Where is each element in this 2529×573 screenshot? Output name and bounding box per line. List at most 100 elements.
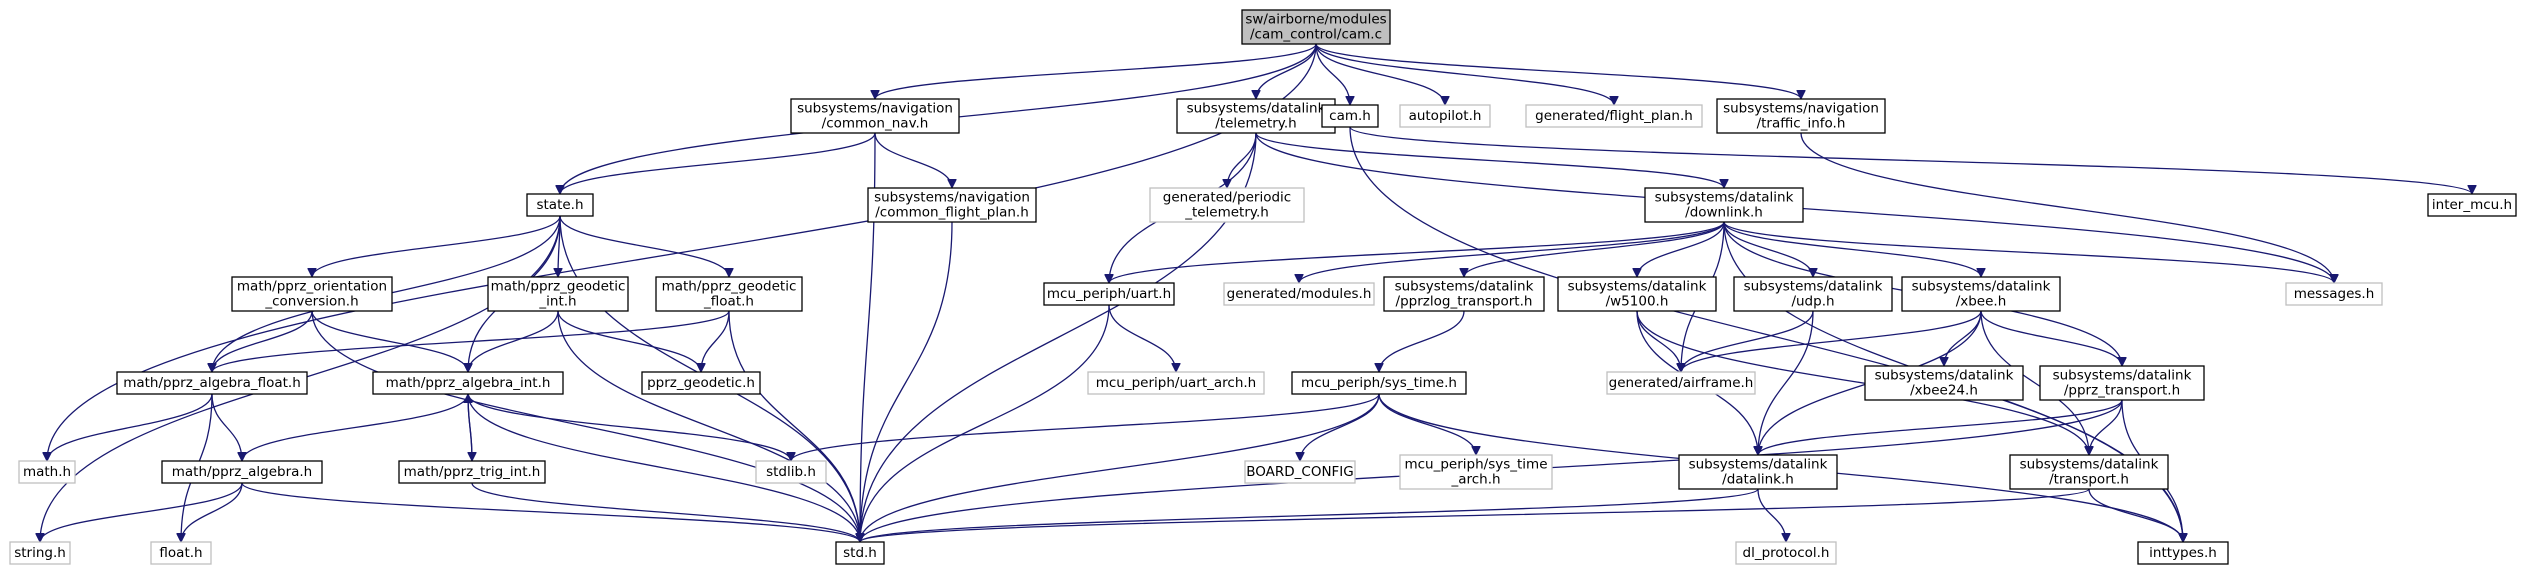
node-label: _telemetry.h bbox=[1184, 205, 1269, 221]
node-common-flight-plan-h[interactable]: subsystems/navigation/common_flight_plan… bbox=[867, 187, 1037, 223]
edge-downlink-h-to-udp-h bbox=[1723, 221, 1813, 278]
node-label: sw/airborne/modules bbox=[1245, 12, 1386, 28]
node-box bbox=[1043, 282, 1175, 306]
node-orientation-conversion-h[interactable]: math/pprz_orientation_conversion.h bbox=[231, 276, 393, 312]
edge-common-nav-h-to-state-h bbox=[560, 132, 876, 195]
node-label: /pprzlog_transport.h bbox=[1396, 294, 1533, 310]
node-box bbox=[231, 276, 393, 312]
node-label: BOARD_CONFIG bbox=[1246, 464, 1354, 480]
node-label: _float.h bbox=[703, 294, 754, 310]
edge-sys-time-h-to-std-h bbox=[860, 393, 1380, 542]
edge-cam-c-to-cam-h bbox=[1315, 43, 1350, 105]
node-geodetic-float-h[interactable]: math/pprz_geodetic_float.h bbox=[655, 276, 803, 312]
node-trig-int-h[interactable]: math/pprz_trig_int.h bbox=[398, 460, 546, 484]
node-downlink-h[interactable]: subsystems/datalink/downlink.h bbox=[1644, 187, 1804, 223]
node-xbee24-h[interactable]: subsystems/datalink/xbee24.h bbox=[1864, 365, 2024, 401]
node-label: /datalink.h bbox=[1722, 472, 1794, 488]
node-pprz-transport-h[interactable]: subsystems/datalink/pprz_transport.h bbox=[2039, 365, 2205, 401]
node-cam-h[interactable]: cam.h bbox=[1321, 104, 1379, 128]
edge-cam-h-to-inter-mcu-h bbox=[1349, 126, 2472, 195]
edge-datalink-h-to-dl-protocol-h bbox=[1757, 488, 1786, 542]
node-transport-h[interactable]: subsystems/datalink/transport.h bbox=[2009, 454, 2169, 490]
node-geodetic-int-h[interactable]: math/pprz_geodetic_int.h bbox=[487, 276, 629, 312]
node-dl-protocol-h: dl_protocol.h bbox=[1735, 541, 1837, 565]
edge-trig-int-h-to-std-h bbox=[471, 482, 860, 543]
node-cam-c[interactable]: sw/airborne/modules/cam_control/cam.c bbox=[1241, 9, 1391, 45]
edge-cam-c-to-telemetry-h bbox=[1256, 43, 1317, 100]
node-label: generated/flight_plan.h bbox=[1535, 108, 1693, 124]
node-inttypes-h[interactable]: inttypes.h bbox=[2137, 541, 2229, 565]
node-uart-arch-h: mcu_periph/uart_arch.h bbox=[1087, 371, 1265, 395]
node-label: /common_flight_plan.h bbox=[875, 205, 1029, 221]
node-datalink-h[interactable]: subsystems/datalink/datalink.h bbox=[1678, 454, 1838, 490]
node-traffic-info-h[interactable]: subsystems/navigation/traffic_info.h bbox=[1716, 98, 1886, 134]
node-label: cam.h bbox=[1329, 108, 1371, 124]
node-sys-time-h[interactable]: mcu_periph/sys_time.h bbox=[1291, 371, 1467, 395]
edge-udp-h-to-airframe-h bbox=[1681, 310, 1814, 373]
node-box bbox=[2039, 365, 2205, 401]
node-label: math/pprz_algebra_int.h bbox=[386, 375, 551, 391]
node-box bbox=[116, 371, 308, 395]
node-label: subsystems/datalink bbox=[1875, 368, 2014, 384]
node-label: subsystems/datalink bbox=[1912, 279, 2051, 295]
node-box bbox=[1176, 98, 1336, 134]
edge-common-nav-h-to-common-flight-plan-h bbox=[874, 132, 952, 189]
node-inter-mcu-h[interactable]: inter_mcu.h bbox=[2427, 193, 2517, 217]
node-state-h[interactable]: state.h bbox=[526, 193, 594, 217]
node-algebra-h[interactable]: math/pprz_algebra.h bbox=[161, 460, 323, 484]
node-xbee-h[interactable]: subsystems/datalink/xbee.h bbox=[1901, 276, 2061, 312]
node-label: mcu_periph/sys_time.h bbox=[1301, 375, 1457, 391]
edge-downlink-h-to-modules-h bbox=[1299, 221, 1725, 284]
node-udp-h[interactable]: subsystems/datalink/udp.h bbox=[1733, 276, 1893, 312]
node-label: generated/periodic bbox=[1163, 190, 1291, 206]
node-pprzlog-transport-h[interactable]: subsystems/datalink/pprzlog_transport.h bbox=[1383, 276, 1545, 312]
node-label: autopilot.h bbox=[1409, 108, 1482, 124]
edge-pprz-transport-h-to-datalink-h bbox=[1758, 399, 2123, 456]
node-box bbox=[1644, 187, 1804, 223]
node-box bbox=[867, 187, 1037, 223]
edge-pprz-transport-h-to-transport-h bbox=[2089, 399, 2123, 455]
node-label: messages.h bbox=[2294, 286, 2375, 302]
node-uart-h[interactable]: mcu_periph/uart.h bbox=[1043, 282, 1175, 306]
node-pprz-geodetic-h[interactable]: pprz_geodetic.h bbox=[641, 371, 761, 395]
edge-downlink-h-to-xbee-h bbox=[1723, 221, 1981, 278]
edge-algebra-float-h-to-math-h bbox=[47, 393, 213, 462]
node-label: subsystems/datalink bbox=[2053, 368, 2192, 384]
node-box bbox=[9, 541, 71, 565]
node-algebra-float-h[interactable]: math/pprz_algebra_float.h bbox=[116, 371, 308, 395]
node-box bbox=[1087, 371, 1265, 395]
node-box bbox=[398, 460, 546, 484]
node-algebra-int-h[interactable]: math/pprz_algebra_int.h bbox=[372, 371, 564, 395]
node-std-h[interactable]: std.h bbox=[835, 541, 885, 565]
node-box bbox=[2427, 193, 2517, 217]
node-flight-plan-h: generated/flight_plan.h bbox=[1525, 104, 1703, 128]
node-airframe-h: generated/airframe.h bbox=[1606, 371, 1756, 395]
node-box bbox=[1223, 282, 1375, 306]
node-box bbox=[1399, 454, 1553, 490]
node-label: subsystems/datalink bbox=[1187, 101, 1326, 117]
edge-pprzlog-transport-h-to-sys-time-h bbox=[1379, 310, 1465, 373]
node-box bbox=[1864, 365, 2024, 401]
edge-udp-h-to-datalink-h bbox=[1758, 310, 1814, 455]
node-common-nav-h[interactable]: subsystems/navigation/common_nav.h bbox=[790, 98, 960, 134]
node-telemetry-h[interactable]: subsystems/datalink/telemetry.h bbox=[1176, 98, 1336, 134]
edge-orientation-conversion-h-to-algebra-int-h bbox=[311, 310, 468, 373]
edge-geodetic-float-h-to-std-h bbox=[728, 310, 860, 542]
node-string-h: string.h bbox=[9, 541, 71, 565]
node-box bbox=[150, 541, 212, 565]
node-autopilot-h: autopilot.h bbox=[1399, 104, 1491, 128]
node-label: inttypes.h bbox=[2149, 545, 2217, 561]
edge-cam-c-to-traffic-info-h bbox=[1315, 43, 1801, 100]
node-label: float.h bbox=[159, 545, 202, 561]
edge-traffic-info-h-to-messages-h bbox=[1800, 132, 2334, 283]
edge-transport-h-to-std-h bbox=[860, 488, 2090, 543]
node-w5100-h[interactable]: subsystems/datalink/w5100.h bbox=[1557, 276, 1717, 312]
edge-algebra-h-to-string-h bbox=[40, 482, 243, 543]
edge-algebra-h-to-float-h bbox=[181, 482, 243, 543]
node-box bbox=[755, 460, 827, 484]
node-box bbox=[1678, 454, 1838, 490]
node-box bbox=[487, 276, 629, 312]
edge-datalink-h-to-std-h bbox=[860, 488, 1759, 543]
edge-sys-time-h-to-sys-time-arch-h bbox=[1378, 393, 1476, 456]
